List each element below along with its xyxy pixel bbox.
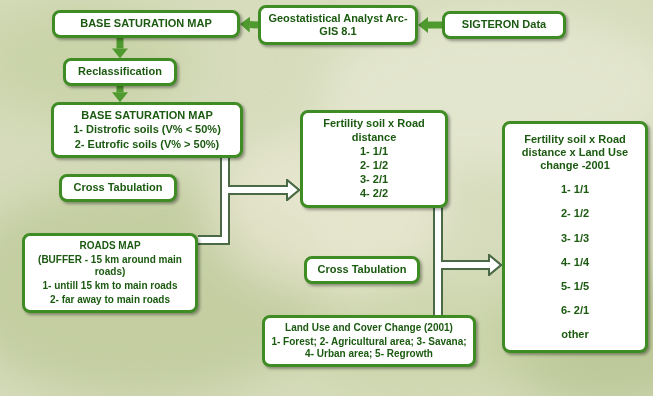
flow-arrow xyxy=(117,38,124,49)
cross-arrow-core xyxy=(438,208,492,265)
box-item: 6- 2/1 xyxy=(511,304,639,317)
box-item: 4- 1/4 xyxy=(511,256,639,269)
box-item: 1- Distrofic soils (V% < 50%) xyxy=(60,123,234,136)
box-item: other xyxy=(511,328,639,341)
box-title: Geostatistical Analyst Arc-GIS 8.1 xyxy=(267,12,409,38)
box-item: 2- 1/2 xyxy=(309,159,439,172)
box-item: 3- 2/1 xyxy=(309,173,439,186)
box-item: 3- 1/3 xyxy=(511,232,639,245)
box-item: 1- 1/1 xyxy=(511,183,639,196)
box-title: Cross Tabulation xyxy=(313,263,411,276)
box-title: Reclassification xyxy=(72,65,168,78)
flow-arrow xyxy=(250,21,258,28)
box-item: 1- untill 15 km to main roads xyxy=(31,280,189,292)
box-item: 1- 1/1 xyxy=(309,145,439,158)
process-box: BASE SATURATION MAP xyxy=(52,10,240,37)
box-title: SIGTERON Data xyxy=(451,18,557,31)
process-box: Fertility soil x Road distance x Land Us… xyxy=(502,121,648,353)
process-box: ROADS MAP (BUFFER - 15 km around main roa… xyxy=(22,233,198,313)
process-box: SIGTERON Data xyxy=(442,11,566,38)
process-box: Reclassification xyxy=(63,58,177,85)
box-item: 2- 1/2 xyxy=(511,207,639,220)
cross-arrow xyxy=(198,190,287,240)
box-title: Cross Tabulation xyxy=(68,181,168,194)
box-title: ROADS MAP xyxy=(31,240,189,252)
box-title: Land Use and Cover Change (2001) xyxy=(271,322,467,334)
process-box: Fertility soil x Road distance 1- 1/12- 1… xyxy=(300,110,448,207)
box-item: 2- Eutrofic soils (V% > 50%) xyxy=(60,138,234,151)
cross-arrow-core xyxy=(198,190,290,240)
box-title: BASE SATURATION MAP xyxy=(61,17,231,30)
box-title: Fertility soil x Road distance x Land Us… xyxy=(511,133,639,173)
cross-arrow xyxy=(438,265,489,315)
box-item: 2- far away to main roads xyxy=(31,294,189,306)
box-title: BASE SATURATION MAP xyxy=(60,109,234,122)
box-item: 4- 2/2 xyxy=(309,187,439,200)
process-box: Land Use and Cover Change (2001) 1- Fores… xyxy=(262,315,476,367)
process-box: BASE SATURATION MAP1- Distrofic soils (V… xyxy=(51,102,243,158)
flow-arrow xyxy=(117,86,124,93)
box-title: Fertility soil x Road distance xyxy=(309,117,439,143)
cross-arrow-core xyxy=(438,265,492,315)
process-box: Geostatistical Analyst Arc-GIS 8.1 xyxy=(258,5,418,45)
cross-arrow-core xyxy=(225,158,290,190)
process-box: Cross Tabulation xyxy=(304,256,420,283)
flow-arrow xyxy=(428,22,442,29)
box-item: 1- Forest; 2- Agricultural area; 3- Sava… xyxy=(271,336,467,360)
cross-arrow xyxy=(438,208,489,265)
box-item: 5- 1/5 xyxy=(511,280,639,293)
process-box: Cross Tabulation xyxy=(59,174,177,201)
box-item: (BUFFER - 15 km around main roads) xyxy=(31,254,189,278)
